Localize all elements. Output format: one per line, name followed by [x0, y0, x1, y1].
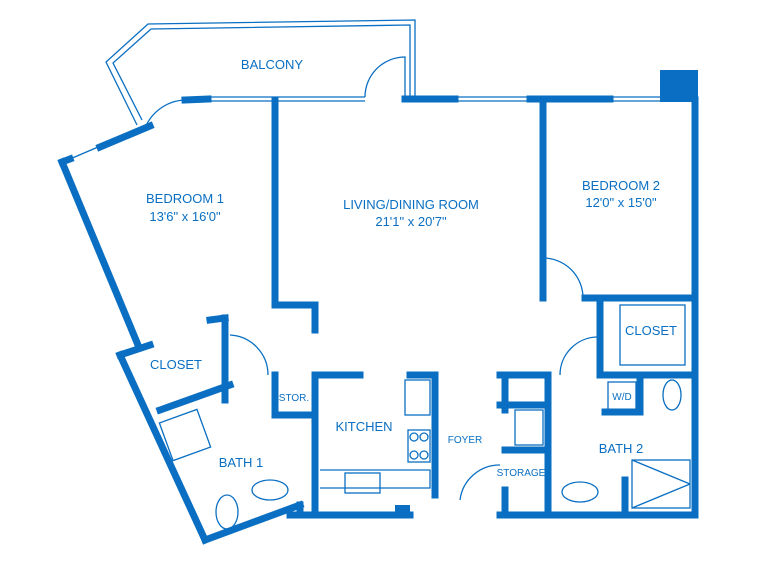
walls	[57, 70, 699, 545]
room-label-balcony: BALCONY	[241, 57, 303, 72]
room-label-closet1: CLOSET	[150, 357, 202, 372]
room-size-bedroom2: 12'0" x 15'0"	[585, 195, 657, 210]
fixtures	[144, 56, 691, 530]
room-label-bedroom1: BEDROOM 1	[146, 191, 224, 206]
room-label-living: LIVING/DINING ROOM	[343, 197, 479, 212]
room-size-bedroom1: 13'6" x 16'0"	[149, 209, 221, 224]
room-label-kitchen: KITCHEN	[335, 419, 392, 434]
room-label-bedroom2: BEDROOM 2	[582, 178, 660, 193]
room-size-living: 21'1" x 20'7"	[375, 214, 447, 229]
room-label-stor: STOR.	[279, 393, 309, 404]
balcony-outline	[105, 19, 416, 126]
room-label-bath2: BATH 2	[599, 441, 644, 456]
room-label-wd: W/D	[612, 392, 631, 403]
room-label-bath1: BATH 1	[219, 455, 264, 470]
room-label-storage: STORAGE	[497, 468, 546, 479]
room-label-closet2: CLOSET	[625, 323, 677, 338]
room-label-foyer: FOYER	[448, 435, 482, 446]
